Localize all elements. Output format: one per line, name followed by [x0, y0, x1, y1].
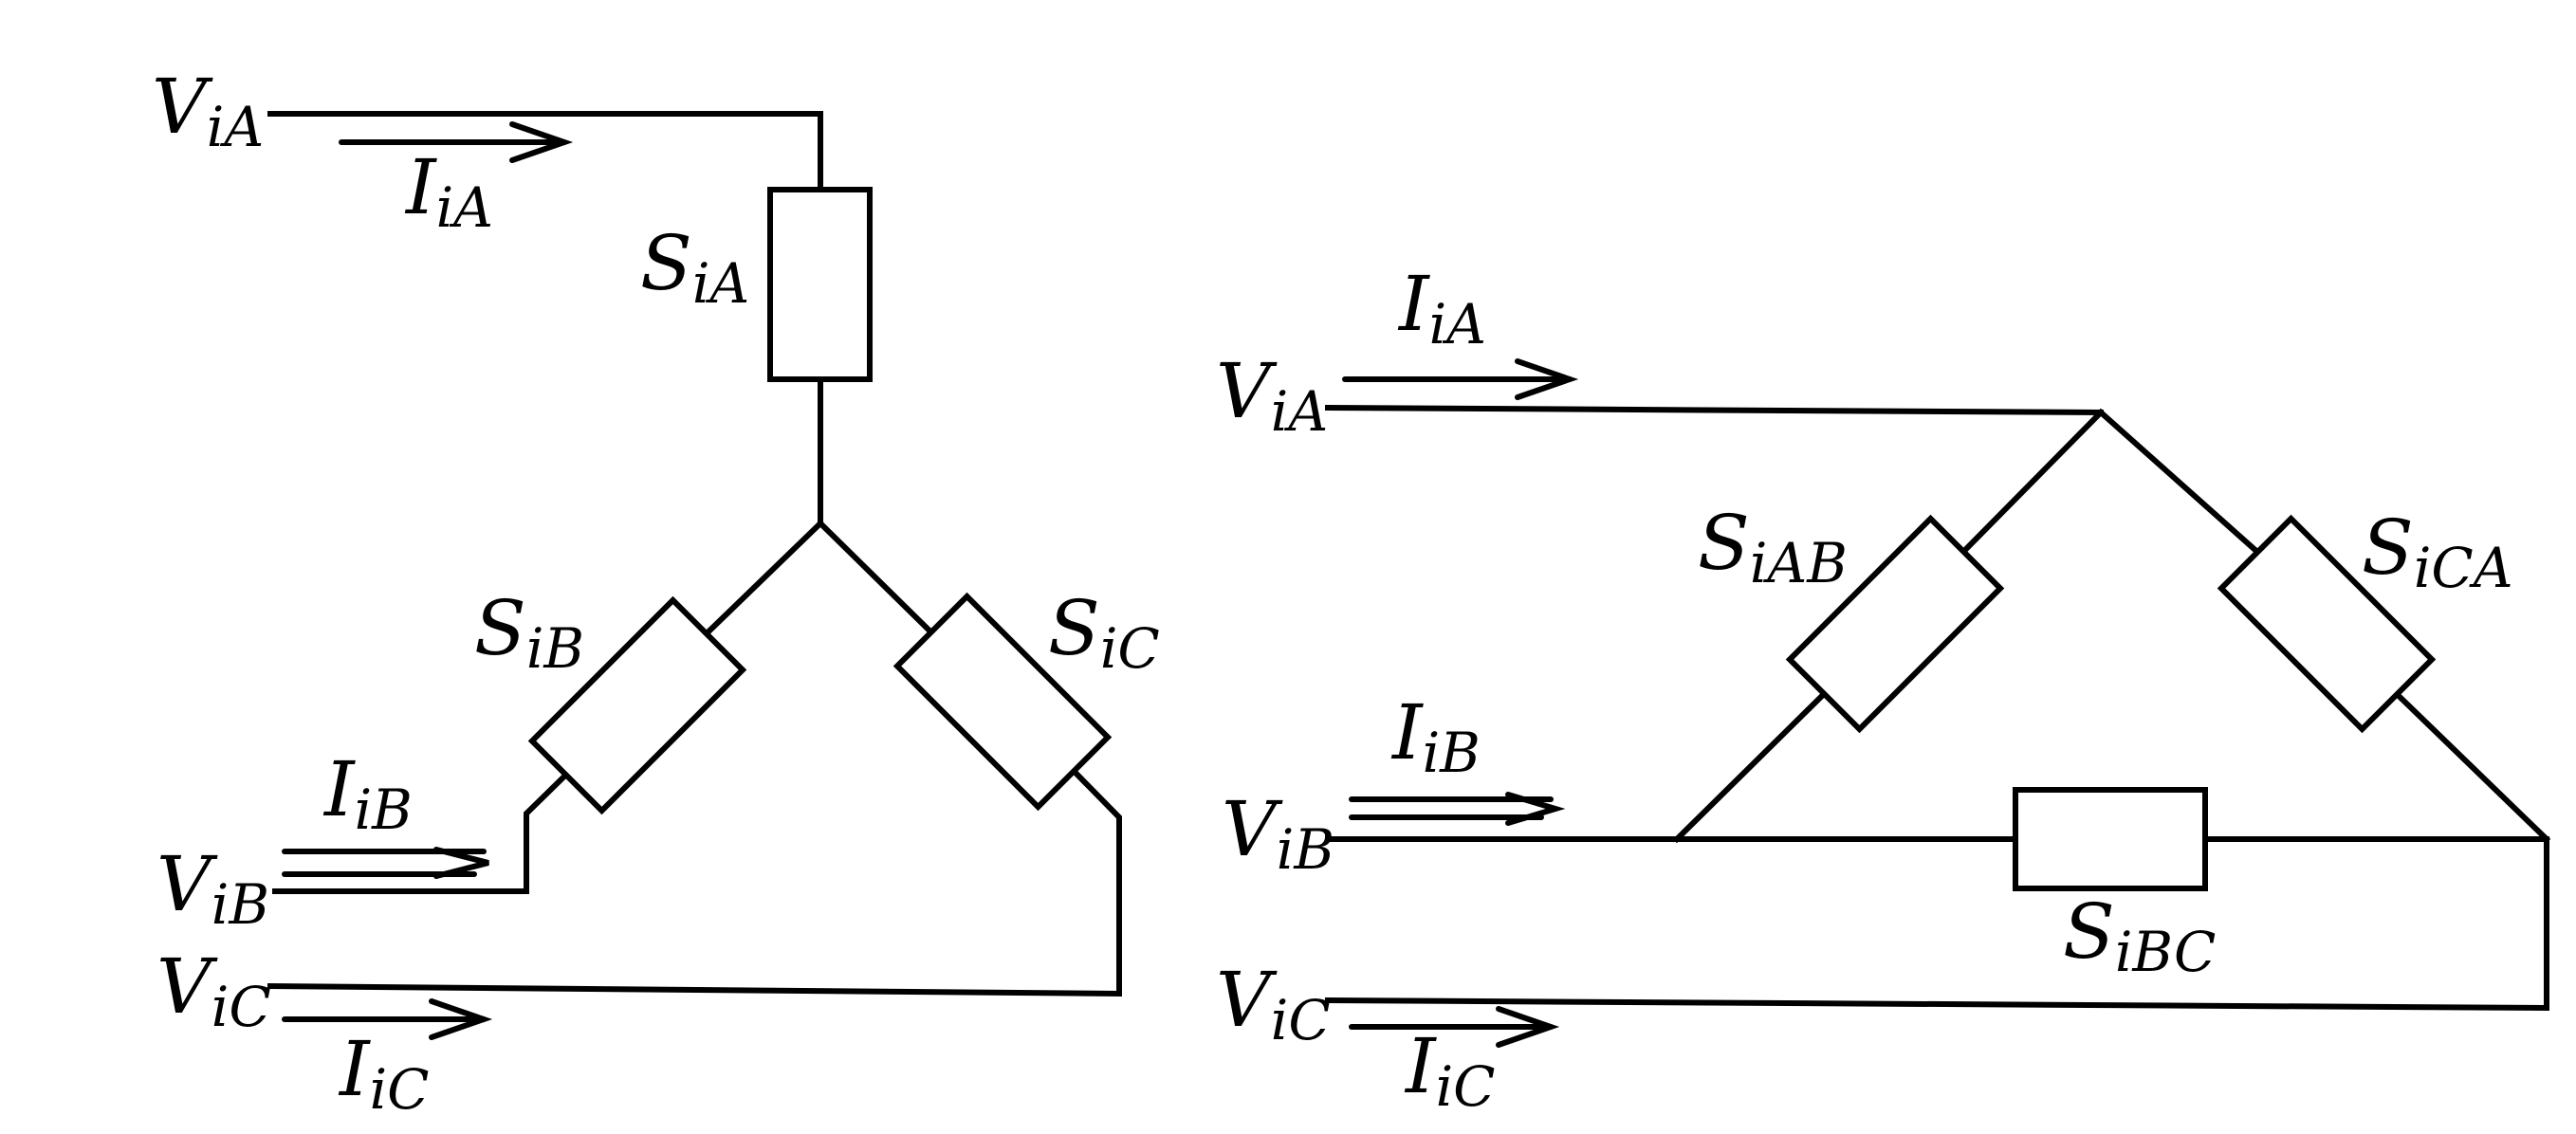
star-wire-c-upper [816, 519, 939, 640]
delta-wire-c [1324, 836, 2549, 1012]
delta-impedance-ca [2217, 514, 2437, 734]
star-wire-a [267, 111, 823, 192]
delta-wire-ca-upper [2096, 408, 2262, 557]
delta-wire-ab-upper [1959, 408, 2106, 557]
delta-impedance-ca-label: SiCA [2362, 503, 2513, 600]
star-impedance-c-label: SiC [1048, 584, 1160, 681]
delta-wire-ca-lower [2390, 687, 2551, 844]
star-wire-b-upper [698, 519, 825, 642]
star-voltage-b-label: ViB [156, 840, 269, 937]
star-voltage-c-label: ViC [156, 942, 271, 1039]
star-voltage-a-label: ViA [152, 63, 264, 159]
star-current-arrow-b [282, 847, 489, 879]
star-current-arrow-a [339, 121, 574, 163]
delta-impedance-bc [2013, 787, 2208, 891]
delta-impedance-bc-label: SiBC [2063, 887, 2216, 984]
delta-wire-a [1324, 404, 2105, 416]
star-current-b-label: IiB [322, 745, 413, 842]
star-current-arrow-c [282, 998, 493, 1040]
delta-voltage-a-label: ViA [1216, 347, 1328, 444]
delta-wire-ab-lower [1672, 687, 1831, 844]
star-impedance-a-label: SiA [640, 219, 749, 316]
star-current-c-label: IiC [338, 1025, 430, 1122]
delta-current-c-label: IiC [1404, 1022, 1496, 1119]
delta-current-a-label: IiA [1397, 260, 1486, 357]
delta-current-arrow-a [1342, 358, 1579, 400]
star-impedance-a [767, 187, 873, 382]
delta-impedance-ab-label: SiAB [1698, 499, 1848, 595]
star-impedance-c [892, 592, 1113, 812]
delta-current-arrow-b [1349, 792, 1566, 826]
delta-current-b-label: IiB [1390, 688, 1481, 785]
star-connection: ViA IiA SiA SiB SiC IiB ViB ViC IiC [152, 63, 1160, 1122]
star-wire-b-lower [272, 763, 578, 894]
star-impedance-b-label: SiB [474, 584, 584, 681]
star-impedance-b [527, 595, 747, 815]
delta-connection: IiA ViA SiAB SiCA IiB ViB SiBC ViC IiC [1216, 260, 2551, 1119]
delta-impedance-ab [1785, 514, 2005, 734]
star-wire-c-lower [267, 763, 1122, 997]
delta-voltage-b-label: ViB [1222, 785, 1334, 882]
delta-current-arrow-c [1349, 1006, 1560, 1048]
star-current-a-label: IiA [404, 143, 493, 240]
delta-voltage-c-label: ViC [1216, 956, 1331, 1052]
